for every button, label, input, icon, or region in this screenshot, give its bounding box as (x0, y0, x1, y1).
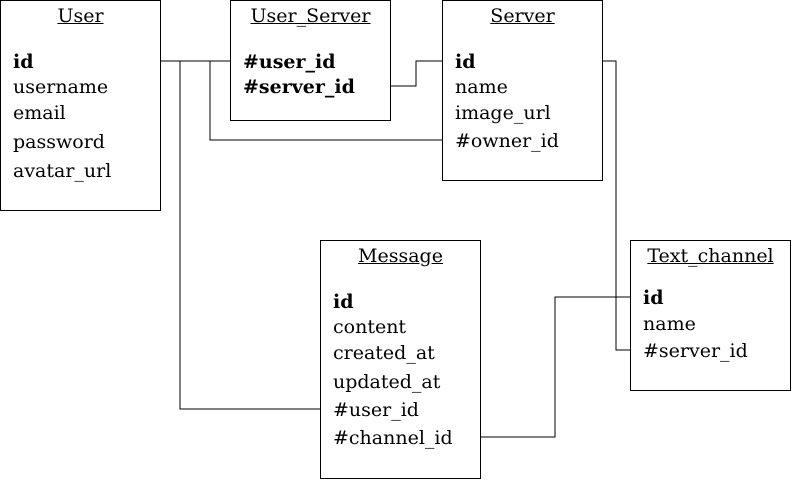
entity-title: Text_channel (647, 245, 774, 267)
field-avatar-url: avatar_url (13, 160, 112, 182)
field-content: content (333, 316, 407, 338)
entity-title: User (57, 5, 104, 27)
entity-title: User_Server (250, 5, 371, 27)
field-image-url: image_url (455, 102, 551, 124)
entity-text-channel: Text_channel id name #server_id (630, 240, 791, 391)
entity-user-server: User_Server #user_id #server_id (230, 0, 391, 121)
link-userserver-server (390, 57, 452, 87)
field-name: name (455, 76, 508, 98)
link-message-channel (470, 293, 641, 438)
field-password: password (13, 131, 105, 153)
field-id: id (13, 51, 34, 73)
field-created-at: created_at (333, 342, 435, 364)
field-channel-id: #channel_id (333, 427, 453, 449)
field-user-id: #user_id (243, 51, 336, 73)
link-channel-server (593, 57, 640, 351)
field-username: username (13, 76, 109, 98)
field-id: id (455, 51, 476, 73)
entity-user: User id username email password avatar_u… (0, 0, 161, 211)
field-email: email (13, 102, 66, 124)
entity-title: Server (490, 5, 555, 27)
link-message-user (179, 61, 330, 410)
field-user-id: #user_id (333, 399, 419, 421)
field-id: id (333, 291, 354, 313)
field-name: name (643, 313, 696, 335)
field-updated-at: updated_at (333, 371, 441, 393)
entity-message: Message id content created_at updated_at… (320, 240, 481, 479)
field-id: id (643, 287, 664, 309)
link-server-owner-user (209, 61, 452, 141)
entity-title: Message (358, 245, 443, 267)
entity-server: Server id name image_url #owner_id (442, 0, 603, 181)
field-server-id: #server_id (643, 340, 748, 362)
field-server-id: #server_id (243, 76, 355, 98)
field-owner-id: #owner_id (455, 130, 559, 152)
